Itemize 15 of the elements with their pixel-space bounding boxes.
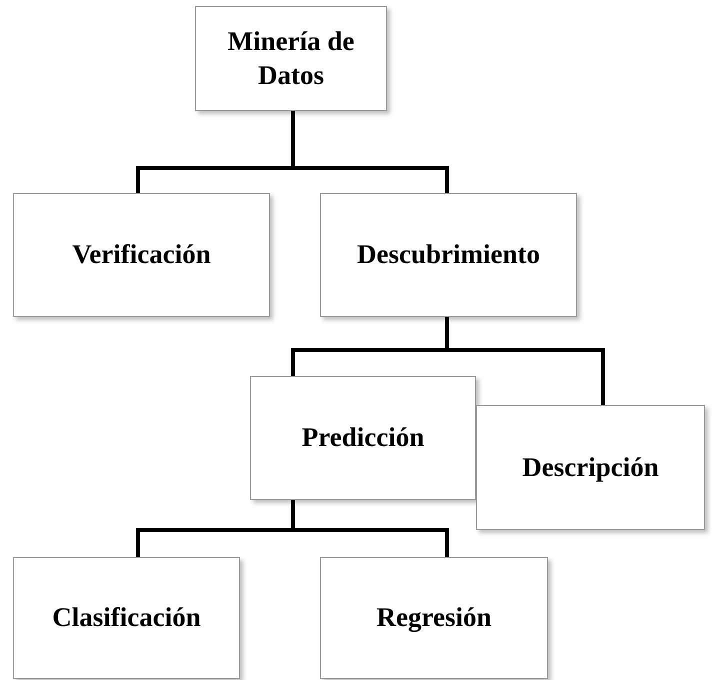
box-label: Descubrimiento bbox=[357, 238, 540, 272]
box-label: Verificación bbox=[72, 238, 211, 272]
process-box bbox=[13, 193, 270, 317]
box-label: Descripción bbox=[522, 450, 659, 484]
connector-line bbox=[291, 109, 449, 195]
process-box bbox=[195, 6, 387, 111]
process-box bbox=[13, 557, 240, 679]
process-box bbox=[476, 405, 705, 530]
process-box bbox=[320, 557, 548, 679]
box-label: Regresión bbox=[376, 601, 492, 634]
process-box bbox=[250, 376, 476, 500]
box-label: Predicción bbox=[302, 421, 424, 454]
box-label: Clasificación bbox=[52, 601, 201, 634]
process-box bbox=[320, 193, 577, 317]
box-label: Minería de Datos bbox=[226, 24, 356, 92]
